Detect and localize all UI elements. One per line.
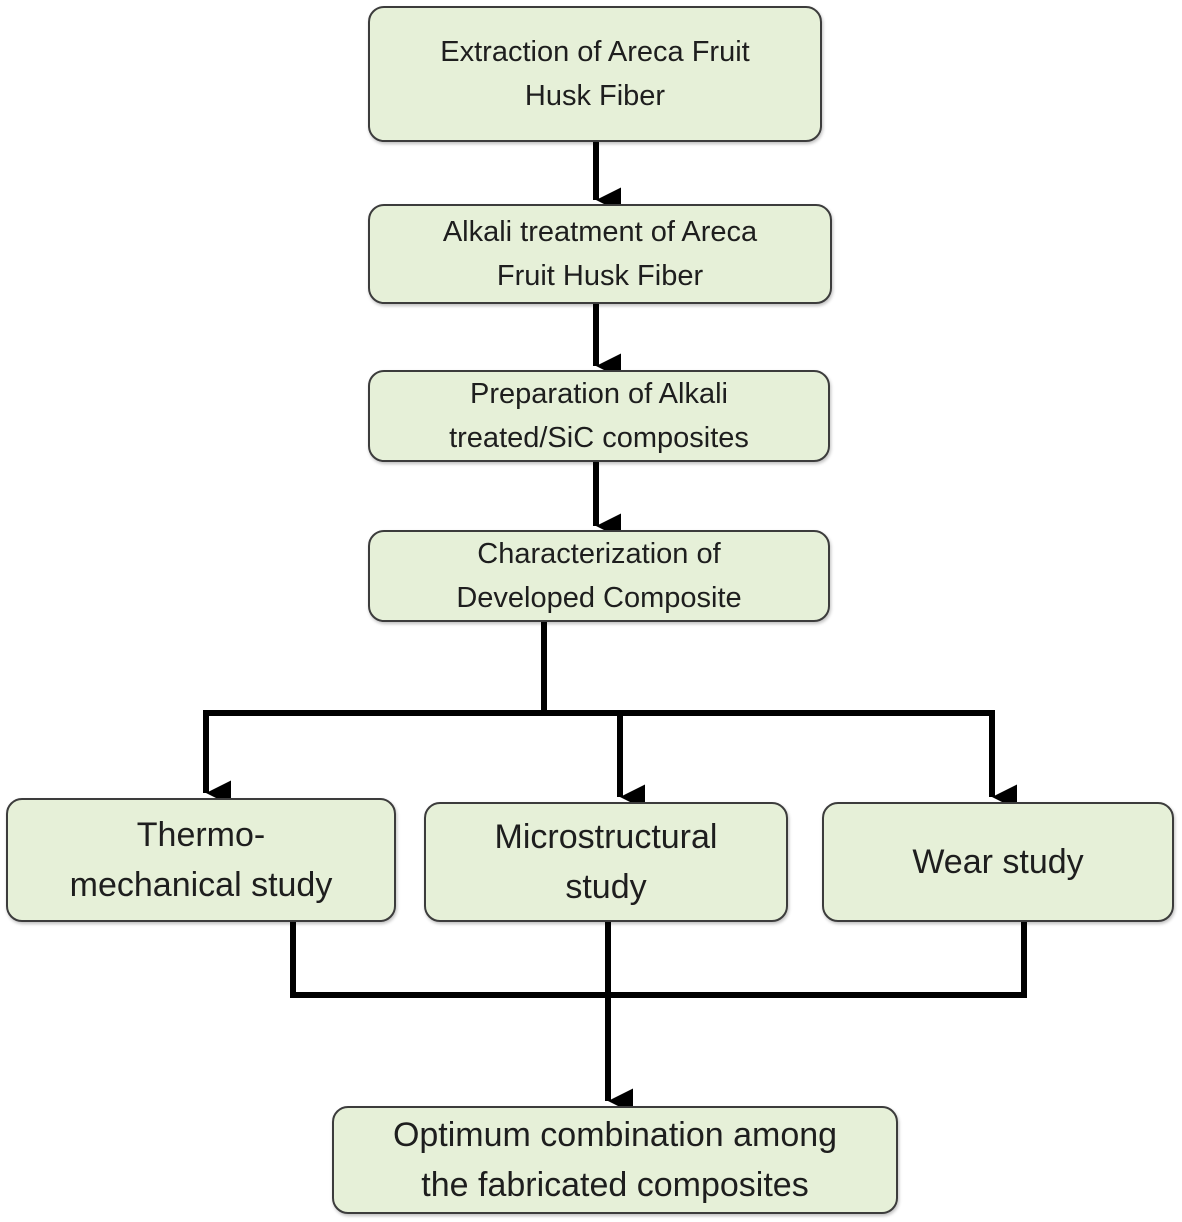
preparation-step-label: Preparation of Alkali treated/SiC compos… [449, 378, 749, 454]
extraction-step-box: Extraction of Areca Fruit Husk Fiber [368, 6, 822, 142]
preparation-step-box: Preparation of Alkali treated/SiC compos… [368, 370, 830, 462]
microstructural-study-label: Microstructural study [494, 818, 718, 906]
alkali-treatment-step-label: Alkali treatment of Areca Fruit Husk Fib… [442, 216, 758, 292]
microstructural-study-box: Microstructural study [424, 802, 788, 922]
alkali-treatment-step-box: Alkali treatment of Areca Fruit Husk Fib… [368, 204, 832, 304]
thermo-mechanical-study-box: Thermo- mechanical study [6, 798, 396, 922]
wear-study-label: Wear study [912, 843, 1084, 881]
thermo-mechanical-study-label: Thermo- mechanical study [69, 816, 333, 904]
extraction-step-label: Extraction of Areca Fruit Husk Fiber [440, 36, 750, 112]
wear-study-box: Wear study [822, 802, 1174, 922]
merge-bar [290, 922, 1027, 998]
characterization-step-label: Characterization of Developed Composite [456, 538, 742, 614]
characterization-step-box: Characterization of Developed Composite [368, 530, 830, 622]
optimum-combination-label: Optimum combination among the fabricated… [392, 1116, 838, 1204]
optimum-combination-box: Optimum combination among the fabricated… [332, 1106, 898, 1214]
